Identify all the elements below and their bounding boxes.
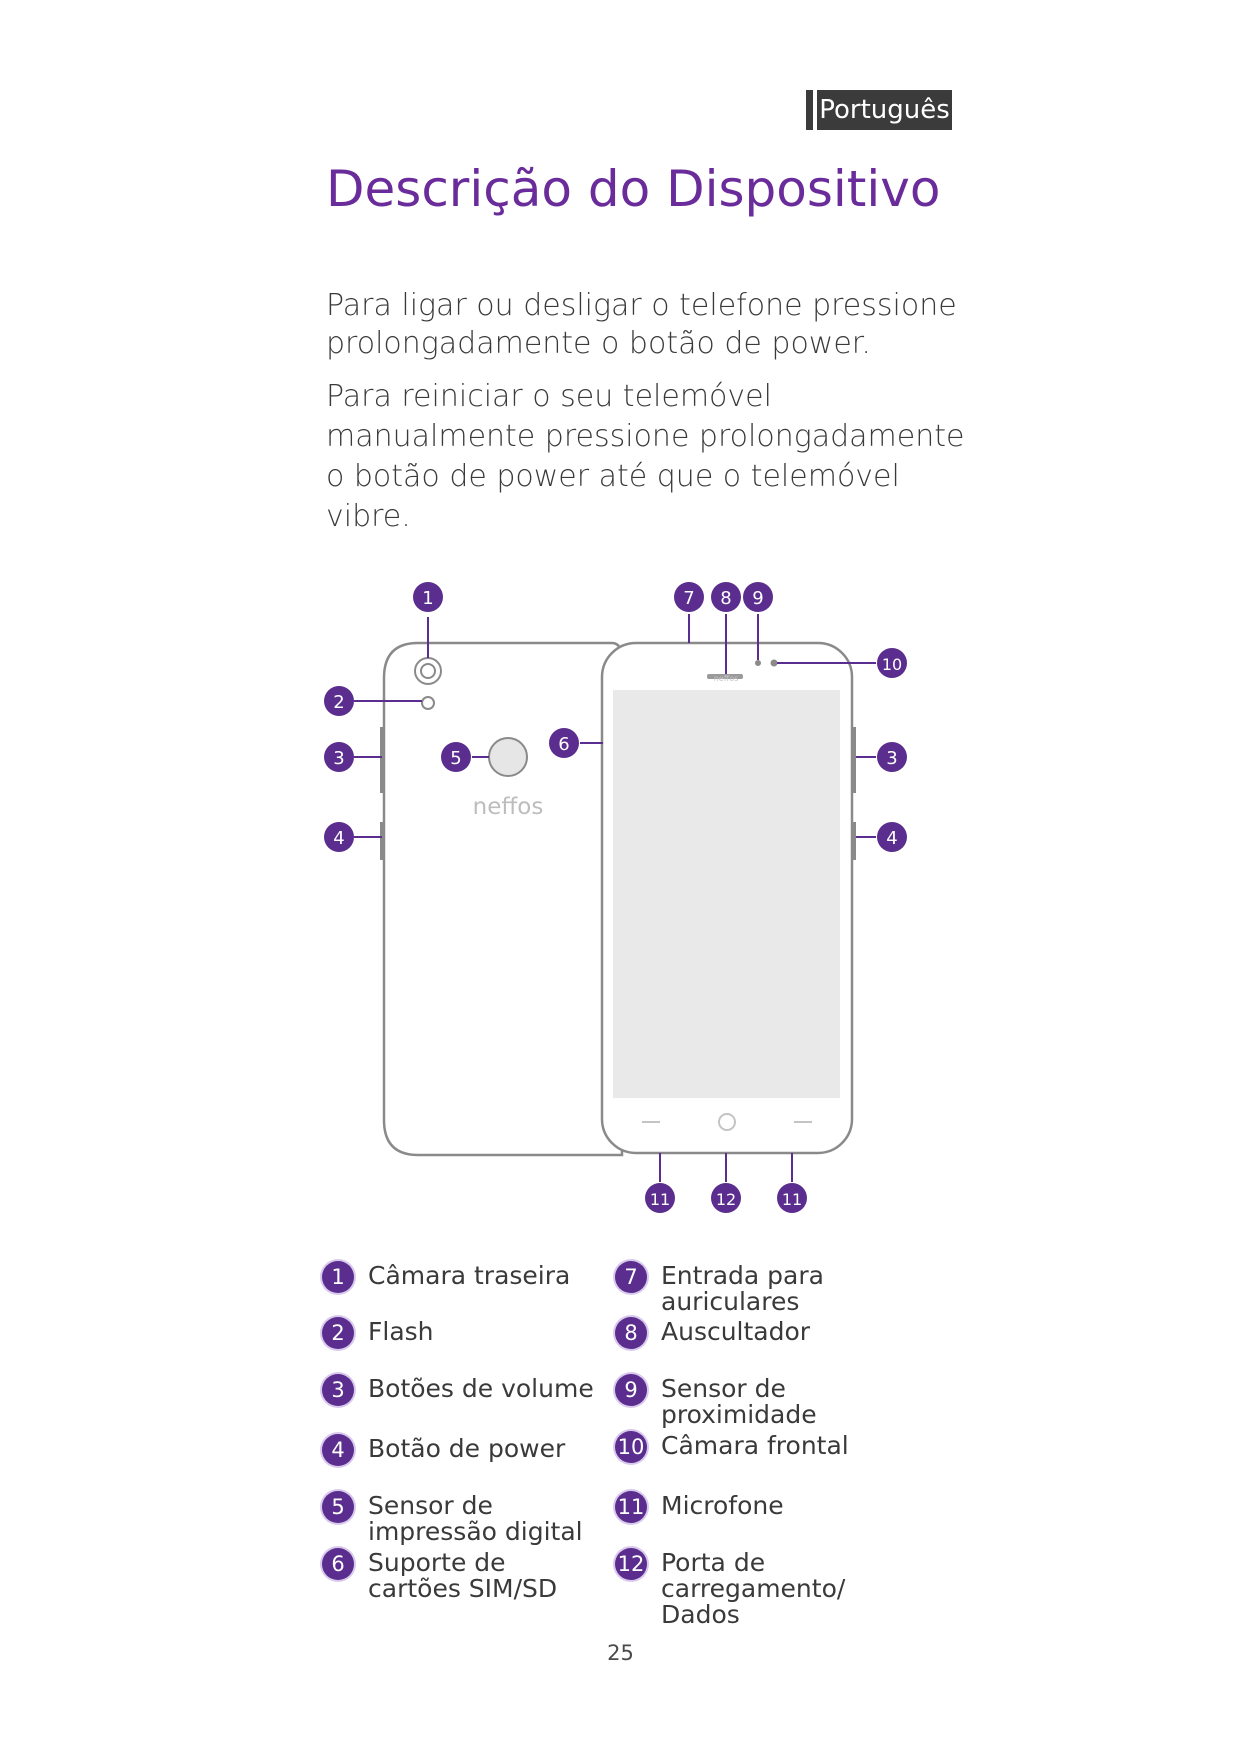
legend-label: Sensor de impressão digital [368,1491,583,1546]
legend-label: Botões de volume [368,1374,594,1403]
back-brand-logo: neffos [473,794,544,820]
home-key-icon [718,1113,736,1131]
page-number: 25 [607,1641,634,1665]
legend-label: Câmara frontal [661,1431,849,1460]
back-volume-buttons [380,727,385,793]
legend-badge: 11 [615,1491,647,1523]
intro-paragraph-restart: Para reiniciar o seu telemóvel manualmen… [326,379,965,534]
front-power-button [852,822,856,860]
callout-5: 5 [441,742,471,772]
legend-item-flash: 2 Flash [322,1317,598,1349]
callout-1: 1 [413,582,443,612]
legend-badge: 7 [615,1261,647,1293]
legend-label: Microfone [661,1491,784,1520]
legend-label: Auscultador [661,1317,811,1346]
proximity-sensor-icon [755,660,761,666]
callout-8: 8 [711,582,741,612]
legend-item-front-camera: 10 Câmara frontal [615,1431,921,1463]
svg-text:11: 11 [782,1190,802,1209]
legend-item-rear-camera: 1 Câmara traseira [322,1261,598,1293]
svg-text:8: 8 [720,588,731,609]
page-title: Descrição do Dispositivo [326,160,941,218]
svg-text:6: 6 [558,734,569,755]
callout-2: 2 [324,686,354,716]
phone-front: neffos [600,641,856,1155]
svg-text:9: 9 [752,588,763,609]
back-power-button [380,822,385,860]
callout-3-front: 3 [877,742,907,772]
fingerprint-sensor-icon [488,737,528,777]
svg-text:2: 2 [333,692,344,713]
phone-back [382,641,624,1157]
legend-item-charging-port: 12 Porta de carregamento/ Dados [615,1548,921,1629]
callout-6: 6 [549,728,579,758]
legend-badge: 5 [322,1491,354,1523]
legend-badge: 8 [615,1317,647,1349]
svg-text:4: 4 [886,828,897,849]
legend-badge: 10 [615,1431,647,1463]
legend-label: Sensor de proximidade [661,1374,817,1429]
legend-item-headphone-jack: 7 Entrada para auriculares [615,1261,921,1316]
svg-text:3: 3 [886,748,897,769]
legend-badge: 2 [322,1317,354,1349]
legend-badge: 1 [322,1261,354,1293]
front-camera-icon [770,659,778,667]
legend-badge: 9 [615,1374,647,1406]
callout-11-left: 11 [645,1183,675,1213]
rear-camera-icon [414,657,442,685]
legend-item-power-button: 4 Botão de power [322,1434,598,1466]
legend-item-earpiece: 8 Auscultador [615,1317,921,1349]
callout-7: 7 [674,582,704,612]
svg-text:3: 3 [333,748,344,769]
svg-text:10: 10 [882,655,902,674]
legend-label: Porta de carregamento/ Dados [661,1548,846,1629]
svg-text:12: 12 [716,1190,736,1209]
legend-label: Suporte de cartões SIM/SD [368,1548,558,1603]
legend-item-microphone: 11 Microfone [615,1491,921,1523]
legend-label: Câmara traseira [368,1261,571,1290]
front-brand-logo: neffos [714,674,739,683]
legend-item-fingerprint-sensor: 5 Sensor de impressão digital [322,1491,598,1546]
flash-icon [421,696,435,710]
callout-9: 9 [743,582,773,612]
callout-4-back: 4 [324,822,354,852]
legend-label: Botão de power [368,1434,566,1463]
legend-badge: 4 [322,1434,354,1466]
legend-label: Flash [368,1317,434,1346]
legend-badge: 3 [322,1374,354,1406]
callout-3-back: 3 [324,742,354,772]
legend-item-sim-sd-tray: 6 Suporte de cartões SIM/SD [322,1548,598,1603]
svg-text:11: 11 [650,1190,670,1209]
language-tag-label: Português [817,90,952,130]
callout-10: 10 [877,648,907,678]
svg-text:4: 4 [333,828,344,849]
svg-text:5: 5 [450,748,461,769]
phone-screen [613,690,840,1098]
language-tag-bar [806,90,813,130]
legend-badge: 6 [322,1548,354,1580]
svg-text:1: 1 [422,588,433,609]
callout-12: 12 [711,1183,741,1213]
language-tag: Português [806,90,952,130]
legend-badge: 12 [615,1548,647,1580]
callout-11-right: 11 [777,1183,807,1213]
callout-4-front: 4 [877,822,907,852]
legend-label: Entrada para auriculares [661,1261,824,1316]
intro-paragraph-power: Para ligar ou desligar o telefone pressi… [326,288,957,361]
front-volume-buttons [852,727,856,793]
legend-item-volume-buttons: 3 Botões de volume [322,1374,598,1406]
callout-leader-lines [354,614,876,1182]
earpiece-icon [707,674,743,679]
svg-text:7: 7 [683,588,694,609]
legend-item-proximity-sensor: 9 Sensor de proximidade [615,1374,921,1429]
